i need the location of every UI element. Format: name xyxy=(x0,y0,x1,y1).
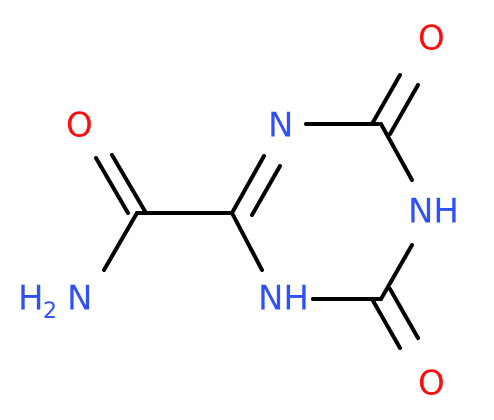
bond-c2-o-top-double xyxy=(388,83,420,136)
bond-nh1-c4 xyxy=(230,211,264,272)
bond-c4-n3-double xyxy=(250,164,282,217)
atom-nh-right: NH xyxy=(408,192,459,232)
bond-c4-n3 xyxy=(230,154,266,215)
atom-nh2-h: H xyxy=(18,279,44,319)
bond-n5-c6 xyxy=(379,243,414,301)
bond-camide-nh2 xyxy=(102,211,139,272)
atom-labels: O N NH NH O O H 2 N xyxy=(18,19,459,404)
bond-camide-o xyxy=(110,153,148,215)
bond-c6-o-bottom xyxy=(388,287,420,340)
bond-c6-o-bottom-double xyxy=(370,297,402,350)
atom-o-bottom: O xyxy=(418,364,445,404)
atom-o-amide: O xyxy=(66,106,93,146)
bond-camide-o-double xyxy=(94,156,130,215)
atom-n3: N xyxy=(268,106,293,146)
bond-c2-n5 xyxy=(379,122,414,182)
atom-nh2-n: N xyxy=(67,279,92,319)
bonds xyxy=(94,73,420,350)
atom-nh2-subscript: 2 xyxy=(43,299,57,324)
bond-c2-o-top xyxy=(370,73,402,126)
atom-nh-bottom: NH xyxy=(258,279,309,319)
atom-o-top: O xyxy=(418,19,445,59)
